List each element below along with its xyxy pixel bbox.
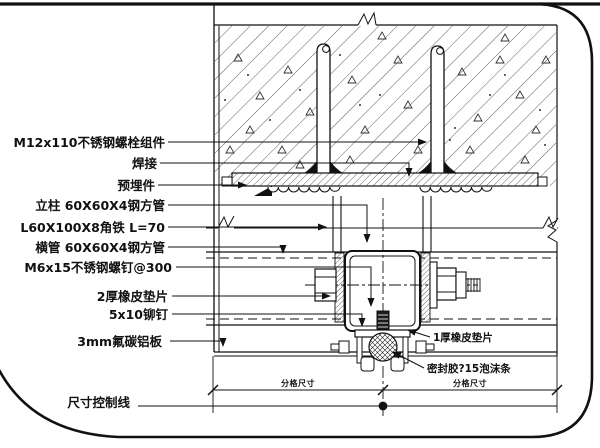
label-weld: 焊接 (132, 156, 158, 171)
dim-text-right: 分格尺寸 (453, 378, 487, 388)
dimension-lines: 分格尺寸 分格尺寸 (138, 356, 563, 413)
panel-bracket (330, 329, 435, 372)
side-bolt-right (415, 340, 427, 354)
label-angle-iron: L60X100X8角铁 L=70 (20, 220, 165, 235)
embedded-plate (221, 172, 548, 196)
label-rubber-gasket-1mm: 1厚橡皮垫片 (433, 331, 493, 344)
lock-nut (455, 271, 467, 299)
bracket-foot-right (390, 356, 405, 372)
label-cross-tube: 横管 60X60X4钢方管 (35, 240, 165, 255)
anchor-bolts (304, 43, 457, 173)
leader-column (168, 204, 371, 243)
label-aluminum-panel: 3mm氟碳铝板 (77, 334, 162, 349)
label-rivet: 5x10铆钉 (109, 307, 169, 322)
anchor-bolt-right (418, 45, 457, 173)
anchor-bolt-left (304, 43, 343, 173)
break-symbol-right (547, 219, 558, 243)
label-m6-screw: M6x15不锈钢螺钉@300 (24, 260, 172, 275)
leader-rubber-gasket-1mm (407, 329, 431, 338)
annotation-labels: M12x110不锈钢螺栓组件 焊接 预埋件 立柱 60X60X4钢方管 L60X… (14, 135, 512, 410)
label-size-control-line: 尺寸控制线 (67, 395, 130, 410)
label-sealant-foam-rod: 密封胶?15泡沫条 (427, 362, 511, 375)
label-m12-bolt-assembly: M12x110不锈钢螺栓组件 (14, 135, 166, 150)
weld-beads (267, 186, 493, 193)
through-bolt-assembly (305, 261, 481, 309)
label-rubber-gasket-2mm: 2厚橡皮垫片 (97, 289, 168, 304)
bracket-foot-left (360, 356, 375, 372)
washer-right (429, 261, 438, 309)
m6-screw (376, 310, 390, 331)
control-point-dot (378, 401, 388, 411)
gasket-strip-right (420, 252, 431, 323)
side-bolt-left (338, 340, 350, 354)
leader-cross-tube (168, 245, 287, 254)
weld-fillet-plate (254, 186, 272, 196)
concrete-hatch (215, 26, 556, 186)
dim-text-left: 分格尺寸 (281, 378, 315, 388)
concrete-slab (213, 5, 558, 356)
label-embed-plate: 预埋件 (117, 178, 155, 193)
angle-iron-drops (332, 196, 432, 252)
leader-sealant-foam (392, 351, 425, 369)
leader-lines (158, 138, 431, 369)
leader-weld (160, 162, 413, 177)
sheet-border (0, 2, 600, 439)
label-column: 立柱 60X60X4钢方管 (35, 198, 165, 213)
leader-aluminum-panel (170, 338, 227, 347)
break-symbol-top (357, 11, 377, 26)
bolt-thread (466, 278, 481, 292)
break-symbol-tube-left (217, 215, 235, 229)
aggregate-symbols (225, 31, 551, 169)
leader-rivet (172, 313, 366, 327)
break-symbol-tube-right (542, 215, 559, 229)
leader-m6-screw (176, 266, 375, 307)
hex-nut-right (436, 267, 457, 301)
